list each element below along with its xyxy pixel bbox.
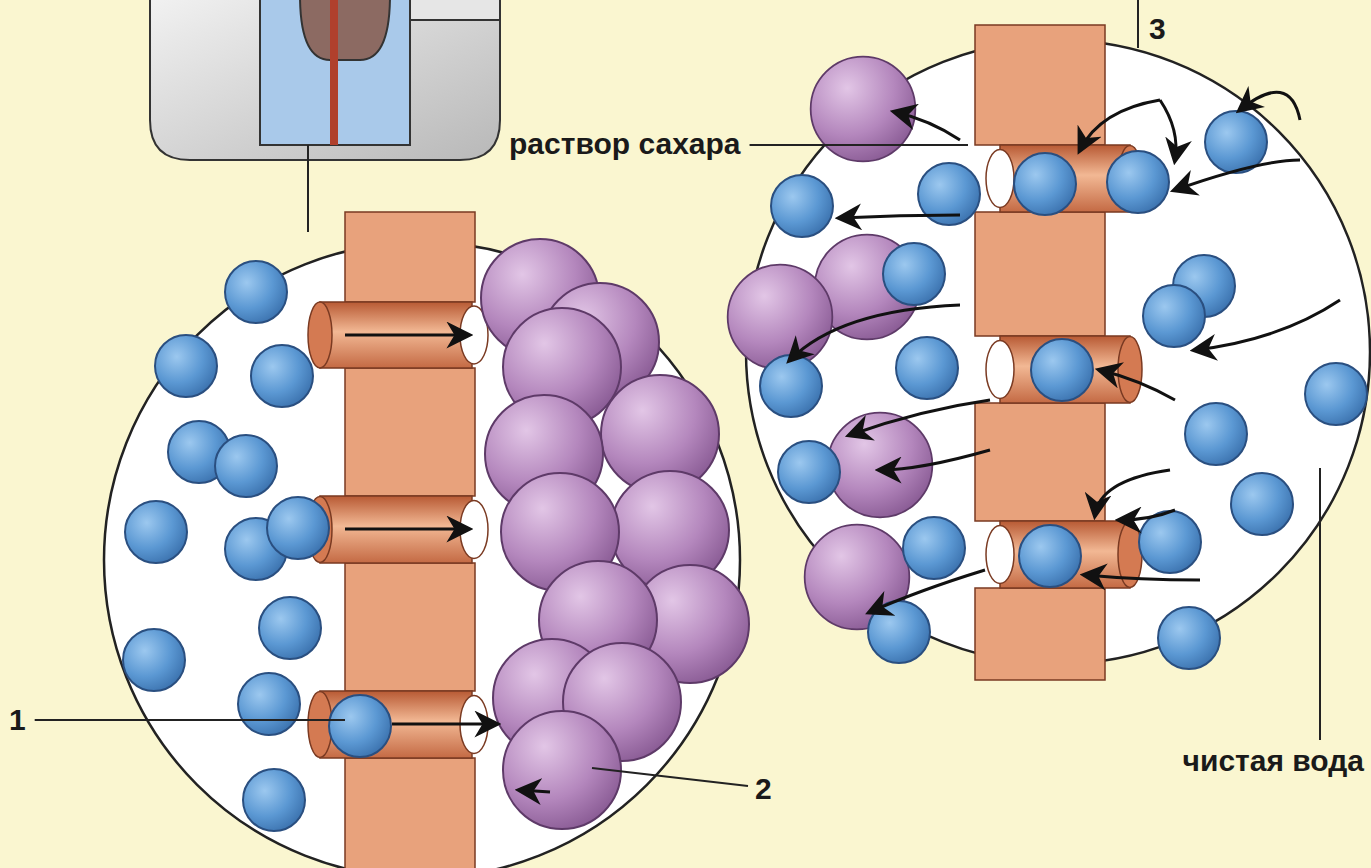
membrane [308, 212, 488, 868]
sugar-molecules [481, 239, 749, 829]
callout-number: 3 [1146, 12, 1169, 46]
leader-lines [35, 0, 1320, 786]
callout-number: 1 [6, 703, 29, 737]
region-label: чистая вода [1180, 744, 1367, 778]
water-molecules [760, 111, 1367, 669]
flow-arrows [345, 92, 1340, 792]
membrane [975, 25, 1142, 680]
sugar-molecules [728, 57, 933, 630]
water-molecules [123, 261, 391, 831]
osmosis-device [150, 0, 500, 232]
region-label: раствор сахара [506, 127, 744, 161]
callout-number: 2 [752, 772, 775, 806]
